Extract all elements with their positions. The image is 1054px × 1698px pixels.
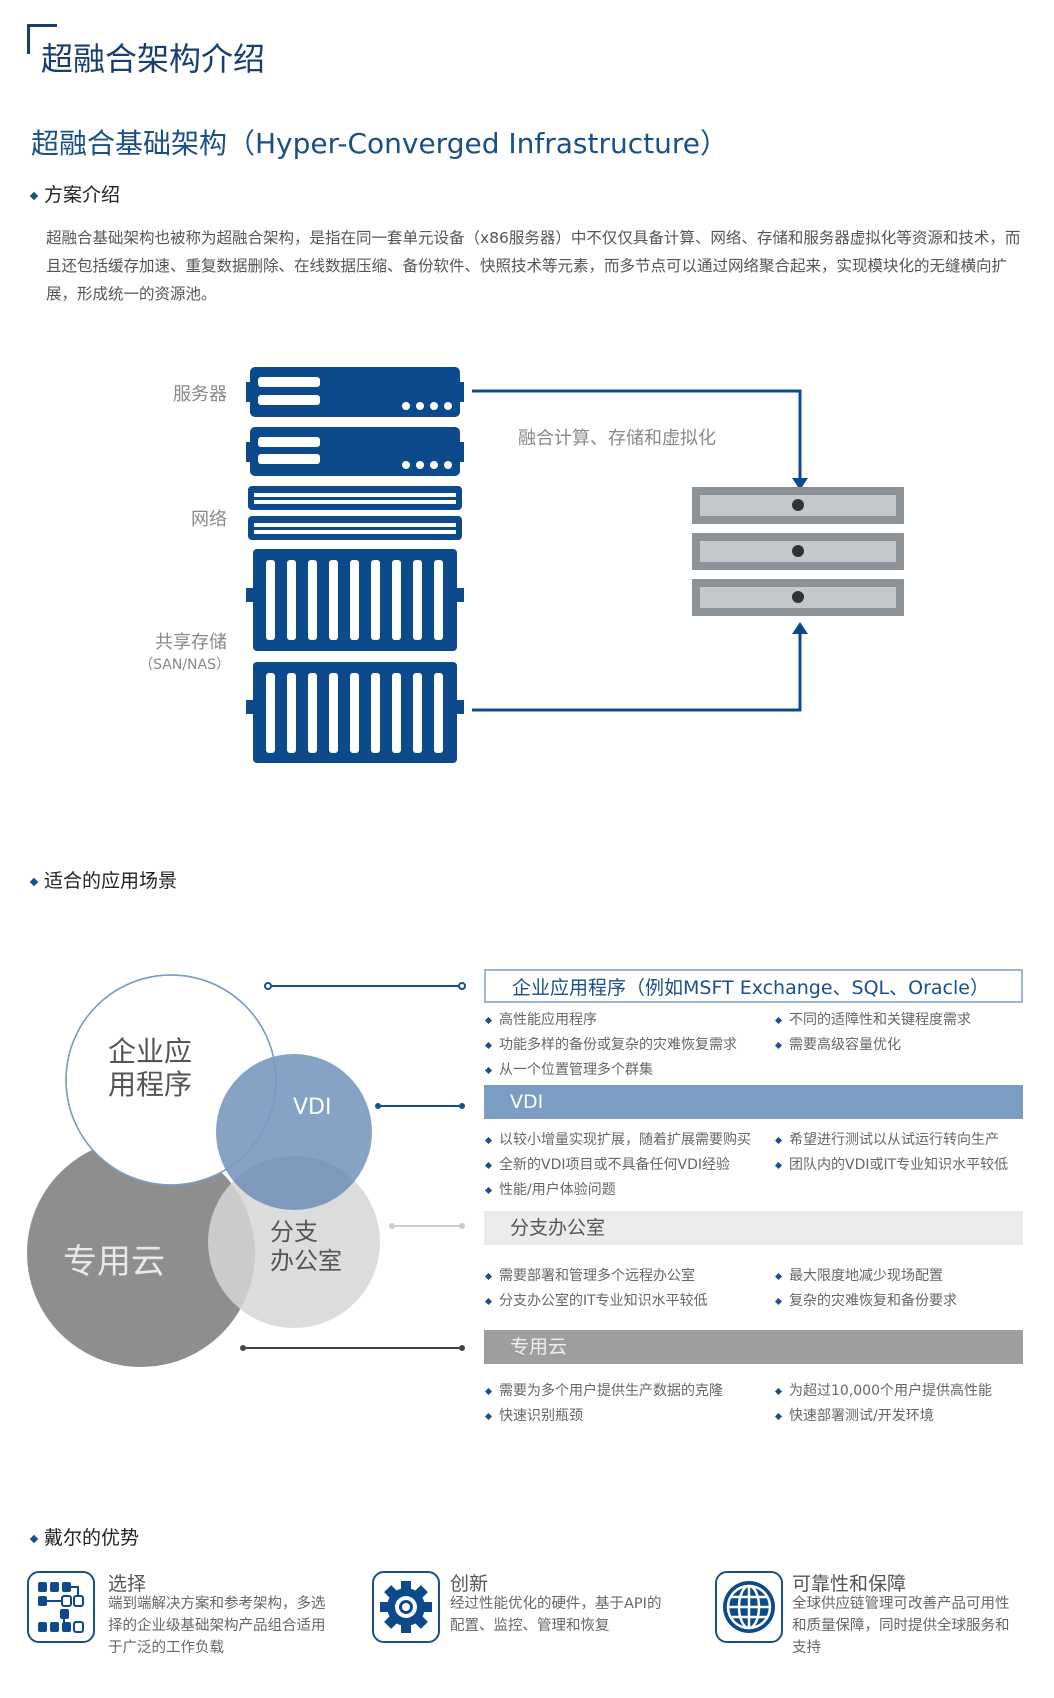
bullet: 全新的VDI项目或不具备任何VDI经验: [486, 1154, 730, 1174]
label-storage-sub: （SAN/NAS）: [139, 657, 230, 673]
venn-diagram: [27, 974, 466, 1367]
bullet: 以较小增量实现扩展，随着扩展需要购买: [486, 1129, 751, 1149]
venn-label-vdi: VDI: [293, 1095, 332, 1120]
globe-icon: [715, 1571, 783, 1643]
bullet: 分支办公室的IT专业知识水平较低: [486, 1290, 708, 1310]
section-title: 超融合基础架构（Hyper-Converged Infrastructure）: [31, 127, 728, 160]
venn-label-line: 用程序: [108, 1068, 193, 1101]
bullet: 性能/用户体验问题: [486, 1179, 616, 1199]
bullet: 需要高级容量优化: [776, 1034, 901, 1054]
bullet: 复杂的灾难恢复和备份要求: [776, 1290, 957, 1310]
scenario-header-enterprise: 企业应用程序（例如MSFT Exchange、SQL、Oracle）: [484, 969, 1023, 1003]
bullet: 高性能应用程序: [486, 1009, 597, 1029]
bullet: 需要部署和管理多个远程办公室: [486, 1265, 695, 1285]
advantage-text: 端到端解决方案和参考架构，多选择的企业级基础架构产品组合适用于广泛的工作负载: [108, 1596, 326, 1656]
bullet: 快速识别瓶颈: [486, 1405, 583, 1425]
venn-label-line: 办公室: [270, 1247, 342, 1275]
label-server: 服务器: [173, 384, 227, 405]
title-corner-mark: [27, 24, 57, 54]
bullet: 为超过10,000个用户提供高性能: [776, 1380, 992, 1400]
advantage-text: 全球供应链管理可改善产品可用性和质量保障，同时提供全球服务和支持: [792, 1596, 1010, 1656]
infrastructure-diagram: [246, 367, 904, 763]
venn-label-line: 企业应: [108, 1035, 193, 1068]
advantage-title: 创新: [450, 1573, 489, 1595]
bullet: 希望进行测试以从试运行转向生产: [776, 1129, 999, 1149]
rack-servers-image: [692, 487, 904, 616]
scenario-header-vdi: VDI: [484, 1085, 1023, 1119]
label-network: 网络: [191, 509, 227, 530]
bullet: 最大限度地减少现场配置: [776, 1265, 943, 1285]
advantages-heading: 戴尔的优势: [31, 1523, 139, 1550]
page-title: 超融合架构介绍: [41, 40, 266, 78]
venn-label-enterprise: 企业应用程序: [108, 1035, 192, 1101]
scenario-header-cloud: 专用云: [484, 1330, 1023, 1364]
bullet: 不同的适障性和关键程度需求: [776, 1009, 971, 1029]
flowchart-icon: [27, 1571, 95, 1643]
bullet: 需要为多个用户提供生产数据的克隆: [486, 1380, 723, 1400]
advantage-text: 经过性能优化的硬件，基于API的配置、监控、管理和恢复: [450, 1596, 662, 1634]
venn-label-branch: 分支办公室: [270, 1218, 342, 1276]
bullet: 团队内的VDI或IT专业知识水平较低: [776, 1154, 1008, 1174]
label-converge: 融合计算、存储和虚拟化: [518, 428, 716, 449]
advantage-title: 可靠性和保障: [792, 1573, 907, 1595]
bullet: 功能多样的备份或复杂的灾难恢复需求: [486, 1034, 737, 1054]
intro-heading: 方案介绍: [31, 180, 120, 207]
scenarios-heading: 适合的应用场景: [31, 866, 177, 893]
intro-text: 超融合基础架构也被称为超融合架构，是指在同一套单元设备（x86服务器）中不仅仅具…: [46, 229, 1021, 303]
venn-branch: [208, 1156, 380, 1328]
bullet: 快速部署测试/开发环境: [776, 1405, 934, 1425]
advantage-title: 选择: [108, 1573, 147, 1595]
venn-label-cloud: 专用云: [63, 1242, 165, 1282]
venn-vdi: [216, 1054, 372, 1210]
venn-cloud: [27, 1139, 255, 1367]
bullet: 从一个位置管理多个群集: [486, 1059, 653, 1079]
venn-label-line: 分支: [270, 1218, 318, 1246]
gear-icon: [372, 1571, 440, 1643]
scenario-header-branch: 分支办公室: [484, 1211, 1023, 1245]
label-storage: 共享存储: [155, 632, 227, 653]
